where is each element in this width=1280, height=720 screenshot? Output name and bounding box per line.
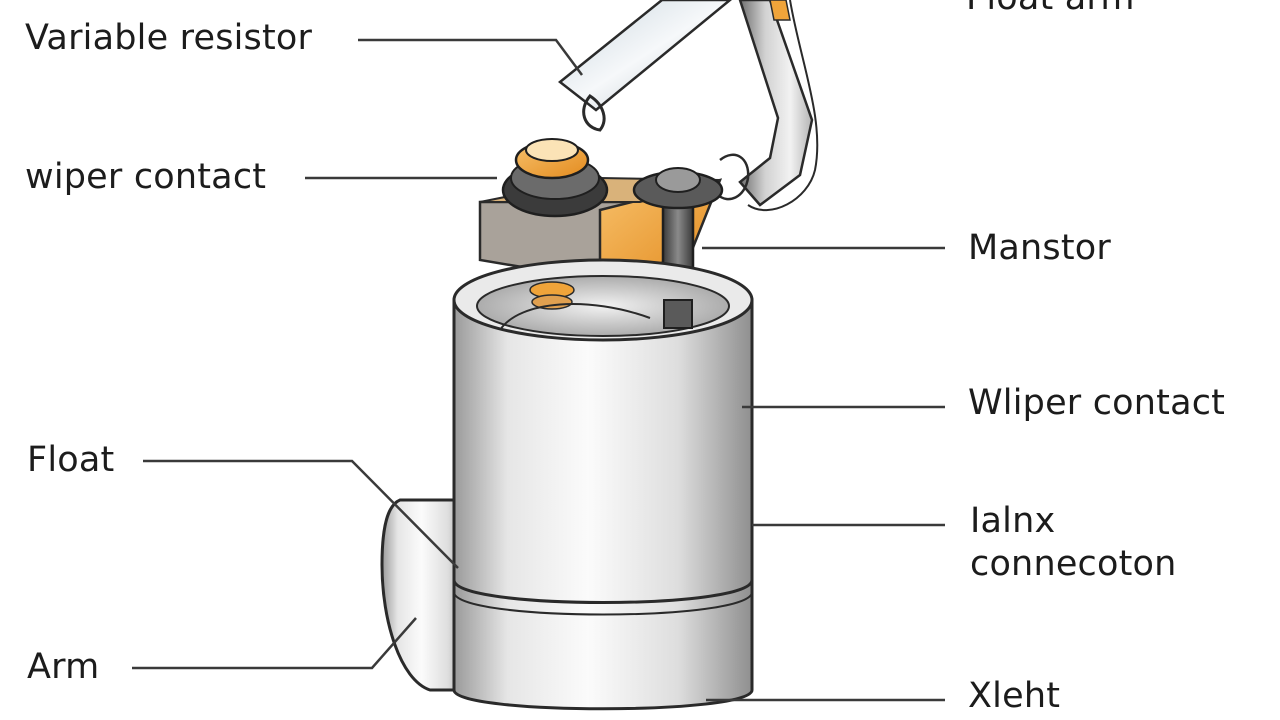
label-float: Float [27,440,115,480]
label-manstor: Manstor [968,228,1111,268]
leader-lines [132,38,945,702]
wiper-knob [501,138,609,218]
label-ialnx-line2: connecoton [970,544,1177,584]
wire-arm [717,0,819,211]
label-xleht: Xleht [968,676,1061,716]
leader-arm [132,617,417,670]
label-arm: Arm [27,647,100,687]
float-arm-bar [557,0,732,132]
leader-variable-resistor [358,38,584,76]
label-variable-resistor: Variable resistor [25,18,313,58]
label-ialnx-line1: Ialnx [970,501,1056,541]
leader-float [143,459,459,569]
float-body [380,498,472,692]
label-float-arm: Float arm [966,0,1135,18]
label-wiper-contact: wiper contact [25,157,267,197]
sender-cylinder [452,258,754,711]
label-wliper-contact: Wliper contact [968,383,1226,423]
